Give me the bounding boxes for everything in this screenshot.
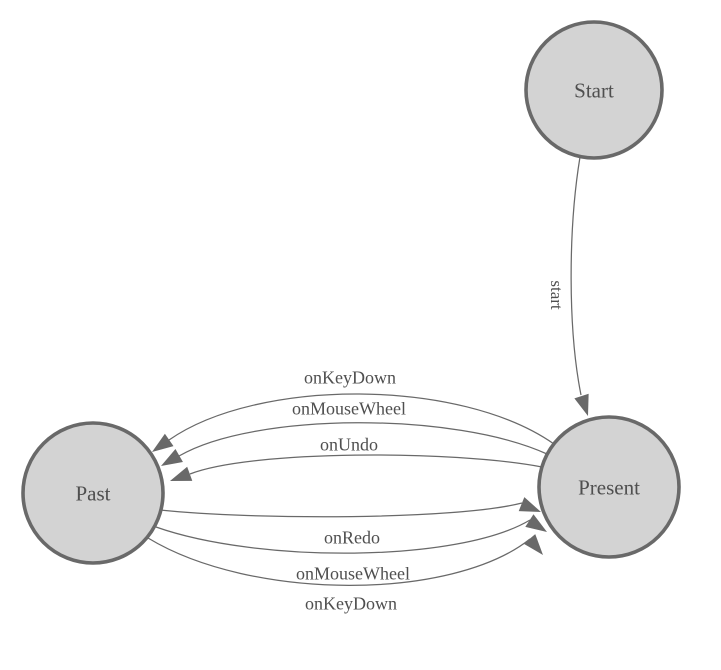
- edge-present-to-past-onkeydown: onKeyDown: [152, 367, 555, 452]
- arrowhead-icon: [523, 534, 543, 555]
- edge-present-to-past-onundo-path: [189, 454, 543, 475]
- arrowhead-icon: [170, 466, 193, 481]
- node-start: Start: [524, 20, 664, 160]
- edge-present-to-past-onkeydown-label: onKeyDown: [304, 367, 396, 387]
- edge-present-to-past-onkeydown-path: [168, 393, 555, 445]
- edge-past-to-present-onredo-label: onRedo: [324, 527, 380, 547]
- edge-past-to-present-onkeydown: onKeyDown: [147, 534, 543, 613]
- node-start-circle: [524, 20, 664, 160]
- edge-start-to-present-label: start: [547, 280, 566, 310]
- edge-past-to-present-onkeydown-label: onKeyDown: [305, 593, 397, 613]
- edge-start-to-present: start: [547, 156, 589, 416]
- edge-present-to-past-onmousewheel-path: [178, 422, 548, 457]
- arrowhead-icon: [152, 433, 174, 452]
- arrowhead-icon: [518, 497, 541, 512]
- edge-start-to-present-path: [570, 156, 582, 396]
- node-present: Present: [537, 415, 681, 559]
- node-past: Past: [21, 421, 165, 565]
- node-past-label: Past: [75, 481, 110, 505]
- edge-past-to-present-onmousewheel-path: [155, 519, 531, 554]
- edge-past-to-present-onredo-path: [159, 502, 523, 518]
- arrowhead-icon: [525, 514, 547, 532]
- edge-past-to-present-onmousewheel-label: onMouseWheel: [296, 563, 410, 583]
- edge-present-to-past-onmousewheel: onMouseWheel: [161, 398, 548, 466]
- edge-present-to-past-onmousewheel-label: onMouseWheel: [292, 398, 406, 418]
- edge-past-to-present-onmousewheel: onMouseWheel: [155, 514, 547, 583]
- node-present-circle: [537, 415, 681, 559]
- edge-present-to-past-onundo: onUndo: [170, 434, 543, 481]
- node-present-label: Present: [578, 475, 640, 499]
- arrowhead-icon: [161, 449, 183, 466]
- node-past-circle: [21, 421, 165, 565]
- edge-past-to-present-onredo: onRedo: [159, 497, 541, 547]
- edge-present-to-past-onundo-label: onUndo: [320, 434, 378, 454]
- edge-past-to-present-onkeydown-path: [147, 537, 531, 586]
- arrowhead-icon: [574, 393, 589, 416]
- node-start-label: Start: [574, 78, 614, 102]
